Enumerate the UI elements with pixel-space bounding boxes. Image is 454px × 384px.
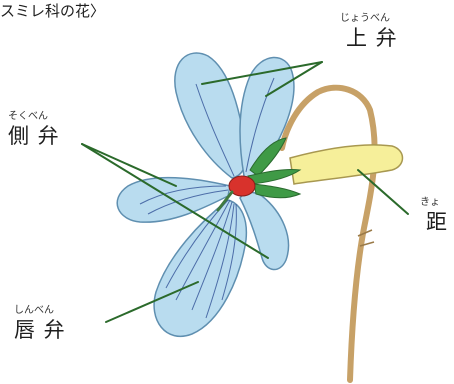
side-petal-label: 側 弁 <box>8 124 60 148</box>
spur-shape <box>289 144 404 185</box>
diagram-title: スミレ科の花〉 <box>0 2 106 20</box>
side-petal-right <box>239 191 290 271</box>
flower-stem <box>279 84 378 383</box>
leader-lip <box>105 281 199 323</box>
leader-side-a <box>81 143 177 187</box>
upper-petal-label: 上 弁 <box>346 26 398 50</box>
spur-label: 距 <box>426 210 448 234</box>
lip-petal-label: 唇 弁 <box>14 318 66 342</box>
side-petal-reading: そくべん <box>8 111 48 122</box>
leader-lines <box>81 61 409 323</box>
flower-style <box>216 190 234 212</box>
leader-upper-b <box>265 61 323 97</box>
flower-center <box>228 175 256 197</box>
spur-reading: きょ <box>420 197 440 208</box>
leader-spur <box>357 169 409 215</box>
stem-node <box>357 229 375 247</box>
leader-upper-a <box>201 61 323 85</box>
leader-side-b <box>81 143 269 259</box>
lip-petal-reading: しんべん <box>14 305 54 316</box>
lip-petal <box>153 199 248 337</box>
upper-petal-left <box>174 52 248 179</box>
sepals <box>247 137 302 199</box>
upper-petal-reading: じょうべん <box>340 13 390 24</box>
